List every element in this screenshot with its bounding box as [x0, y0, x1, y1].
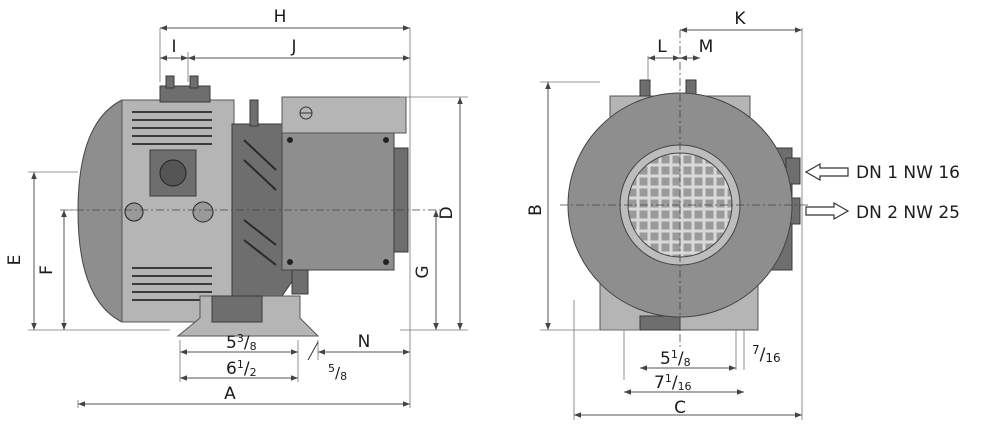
port-2-label: DN 2 NW 25 — [856, 203, 960, 223]
front-view: B K L M C 51/8 71/16 7/16 DN 1 NW 16 DN … — [526, 9, 960, 420]
dim-label-L: L — [657, 37, 667, 57]
side-view: H I J E F D G N A 53/8 61/2 5/8 — [5, 7, 468, 408]
measure-front-outer: 71/16 — [654, 372, 692, 393]
dim-label-F: F — [37, 265, 57, 275]
cooling-fins-bottom — [132, 267, 212, 301]
fitting-left — [124, 202, 144, 222]
dim-label-J: J — [290, 37, 296, 57]
pump-block — [281, 129, 395, 271]
dim-label-M: M — [699, 37, 714, 57]
dim-label-N: N — [358, 332, 371, 352]
dim-label-H: H — [274, 7, 287, 27]
dim-label-B: B — [526, 204, 546, 216]
dim-label-G: G — [413, 265, 433, 278]
pump-top-box — [281, 96, 407, 134]
measure-front-inner: 51/8 — [660, 348, 691, 369]
measure-side-small: 5/8 — [328, 362, 347, 383]
port-2: DN 2 NW 25 — [805, 201, 960, 223]
dim-label-C: C — [674, 398, 686, 418]
flange-port — [159, 159, 187, 187]
measure-side-inner: 53/8 — [226, 332, 257, 353]
dim-label-I: I — [171, 37, 176, 57]
port-1: DN 1 NW 16 — [804, 162, 960, 183]
measure-front-small: 7/16 — [752, 343, 781, 365]
fitting-right — [192, 201, 214, 223]
outlet-arrow-icon — [805, 201, 850, 221]
port-1-label: DN 1 NW 16 — [856, 163, 960, 183]
inlet-arrow-icon — [804, 162, 849, 182]
dim-label-K: K — [734, 9, 746, 29]
dim-label-D: D — [437, 206, 457, 219]
cooling-fins-top — [132, 111, 212, 145]
dim-label-E: E — [5, 255, 25, 266]
dim-label-A: A — [224, 384, 236, 404]
measure-side-outer: 61/2 — [226, 358, 257, 379]
